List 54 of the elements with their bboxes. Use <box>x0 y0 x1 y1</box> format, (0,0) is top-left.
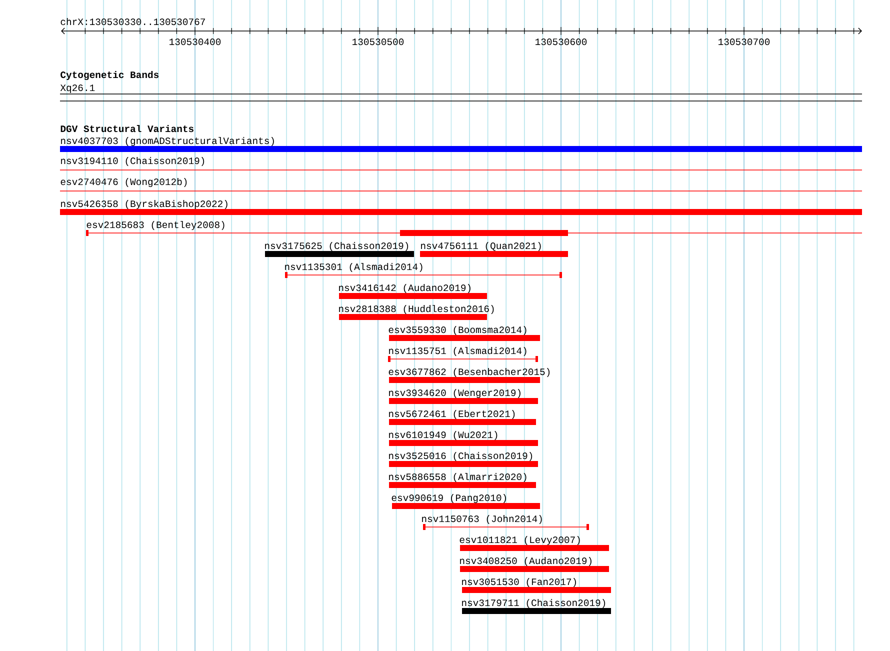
node-label: nsv3934620 (Wenger2019) <box>389 388 520 398</box>
node-label: nsv3525016 (Chaisson2019) <box>389 452 532 462</box>
node-label: esv1011821 (Levy2007) <box>460 536 580 546</box>
tick-label: 130530400 <box>170 38 221 46</box>
variant-track: esv990619 (Pang2010) <box>392 494 540 509</box>
node-label: nsv3416142 (Audano2019) <box>339 284 470 294</box>
node-label: nsv2818388 (Huddleston2016) <box>339 304 494 314</box>
variant-track: nsv3525016 (Chaisson2019) <box>389 452 538 467</box>
node-label: nsv5672461 (Ebert2021) <box>389 410 515 420</box>
tick-label: 130530700 <box>718 38 770 46</box>
tick-label: 130530500 <box>352 38 404 46</box>
variant-track: esv3559330 (Boomsma2014) <box>388 326 540 341</box>
node-label: nsv4037703 (gnomADStructuralVariants) <box>61 136 274 146</box>
variant-track: nsv1150763 (John2014) <box>422 514 589 530</box>
region-label: chrX:130530330..130530767 <box>60 18 205 26</box>
track-heading: Cytogenetic Bands <box>60 70 159 80</box>
variant-track: esv1011821 (Levy2007) <box>460 536 609 551</box>
variant-track: nsv3934620 (Wenger2019) <box>389 388 538 404</box>
variant-track: nsv5886558 (Almarri2020) <box>389 472 536 488</box>
variant-track: nsv4037703 (gnomADStructuralVariants) <box>60 136 862 152</box>
node-label: esv3559330 (Boomsma2014) <box>388 326 526 336</box>
node-label: nsv3408250 (Audano2019) <box>460 556 592 566</box>
node-label: esv990619 (Pang2010) <box>392 494 506 504</box>
node-label: nsv4756111 (Quan2021) <box>421 242 541 252</box>
band-label: Xq26.1 <box>60 84 95 93</box>
variant-track: nsv3408250 (Audano2019) <box>460 556 609 572</box>
node-label: nsv5886558 (Almarri2020) <box>389 472 526 482</box>
variant-track: nsv1135301 (Alsmadi2014) <box>285 262 562 278</box>
variant-track: nsv6101949 (Wu2021) <box>389 430 538 446</box>
variant-track: nsv2818388 (Huddleston2016) <box>339 304 494 320</box>
variant-track: esv2740476 (Wong2012b) <box>60 178 862 192</box>
node-label: nsv1135301 (Alsmadi2014) <box>285 262 422 272</box>
node-label: esv2185683 (Bentley2008) <box>86 220 224 230</box>
track-heading: DGV Structural Variants <box>60 124 194 132</box>
variant-track: nsv3051530 (Fan2017) <box>462 578 611 593</box>
node-label: nsv6101949 (Wu2021) <box>389 430 498 440</box>
node-label: nsv5426358 (ByrskaBishop2022) <box>61 200 228 210</box>
variant-track: nsv3416142 (Audano2019) <box>339 284 487 299</box>
variant-track: esv3677862 (Besenbacher2015) <box>388 368 550 383</box>
tick-label: 130530600 <box>536 38 587 46</box>
variant-track: nsv5426358 (ByrskaBishop2022) <box>60 200 862 215</box>
variant-track: nsv1135751 (Alsmadi2014) <box>388 346 538 362</box>
node-label: nsv3179711 (Chaisson2019) <box>462 598 606 608</box>
variant-track: esv2185683 (Bentley2008) <box>86 220 862 236</box>
node-label: esv3677862 (Besenbacher2015) <box>388 368 550 378</box>
variant-track: nsv3194110 (Chaisson2019) <box>60 156 862 170</box>
variant-track: nsv4756111 (Quan2021) <box>420 242 568 257</box>
node-label: nsv1150763 (John2014) <box>422 514 542 524</box>
variant-track: nsv3175625 (Chaisson2019) <box>265 242 414 257</box>
variant-track: nsv3179711 (Chaisson2019) <box>462 598 611 614</box>
node-label: nsv1135751 (Alsmadi2014) <box>389 346 526 356</box>
node-label: nsv3051530 (Fan2017) <box>462 578 576 588</box>
node-label: nsv3175625 (Chaisson2019) <box>265 242 408 252</box>
variant-track: nsv5672461 (Ebert2021) <box>389 410 536 425</box>
